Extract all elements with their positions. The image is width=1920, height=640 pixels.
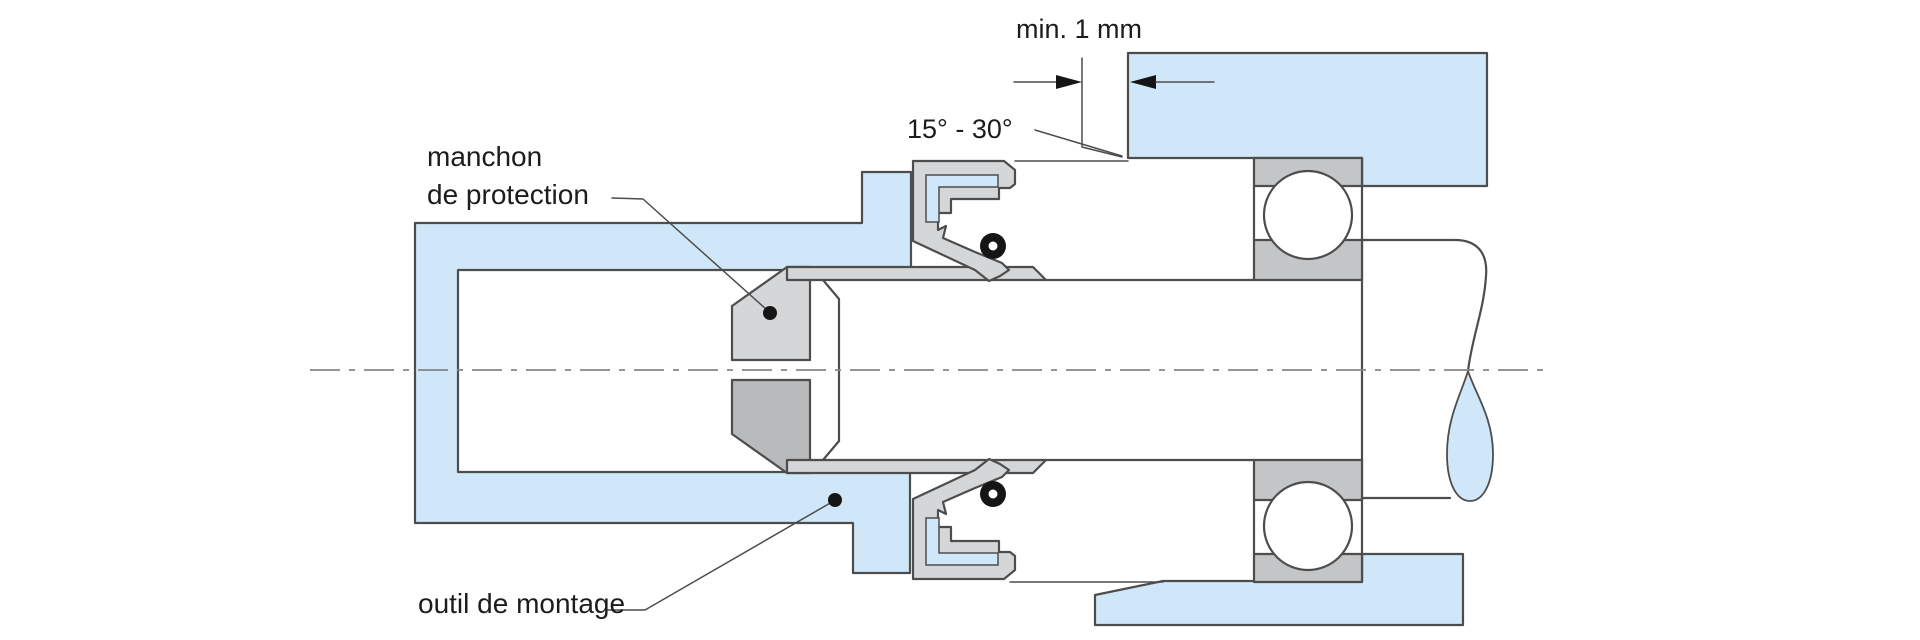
arrow-left-icon [1130,75,1156,89]
leader-dot [828,493,842,507]
radial-seal-top [911,159,1017,283]
bearing-ball-lower [1262,480,1354,572]
protection-sleeve-label-line1: manchon [427,141,542,172]
mounting-tool-label: outil de montage [418,588,625,619]
garter-spring-bottom-center [988,489,998,499]
annotation-chamfer-angle: 15° - 30° [907,114,1123,157]
garter-spring-top-center [988,241,998,251]
mounting-tool [413,170,913,575]
min-gap-label: min. 1 mm [1016,14,1142,44]
chamfer-angle-label: 15° - 30° [907,114,1013,144]
bearing-lower [1252,458,1364,584]
housing-lower [1093,552,1465,627]
seal-channel-top [925,174,999,223]
dimension-min-gap: min. 1 mm [1013,14,1215,147]
bearing-ball-upper [1262,169,1354,261]
leader-dot [763,306,777,320]
arrow-right-icon [1056,75,1082,89]
annotation-protection-sleeve: manchon de protection [427,141,777,320]
radial-seal-bottom [911,457,1017,581]
annotation-mounting-tool: outil de montage [418,493,842,619]
protection-sleeve-label-line2: de protection [427,179,589,210]
seal-channel-bottom [925,517,999,566]
bore-chamfer-line-top [1081,146,1123,158]
bearing-upper [1252,156,1364,282]
oil-drop [1446,368,1494,502]
